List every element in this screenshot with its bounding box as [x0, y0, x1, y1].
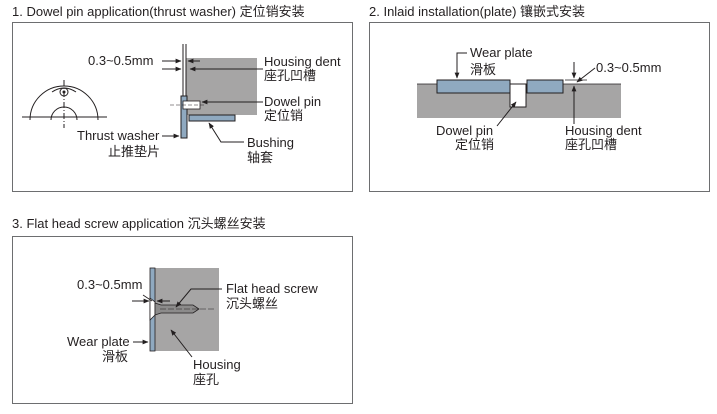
s1-thrust-washer-zh: 止推垫片 — [108, 144, 160, 159]
s3-gap-label: 0.3~0.5mm — [77, 277, 142, 292]
s1-housing-dent-zh: 座孔凹槽 — [264, 68, 316, 83]
diagram-dowel-pin: 0.3~0.5mm Housing dent 座孔凹槽 Dowel pin 定位… — [22, 44, 341, 165]
s1-thrust-washer-en: Thrust washer — [77, 128, 160, 143]
s1-bushing-en: Bushing — [247, 135, 294, 150]
s1-housing-dent-en: Housing dent — [264, 54, 341, 69]
s2-housing-dent-en: Housing dent — [565, 123, 642, 138]
s3-wear-plate-en: Wear plate — [67, 334, 130, 349]
section-1-title: 1. Dowel pin application(thrust washer) … — [12, 4, 305, 19]
wear-plate-right — [526, 79, 564, 94]
s2-dowel-pin-zh: 定位销 — [455, 137, 494, 152]
wear-plate-left — [436, 79, 511, 94]
section-2-title: 2. Inlaid installation(plate) 镶嵌式安装 — [369, 4, 586, 19]
s2-dowel-pin-en: Dowel pin — [436, 123, 493, 138]
housing-block — [417, 84, 621, 118]
dowel-pin — [509, 83, 527, 108]
diagram-flat-head-screw: 0.3~0.5mm Flat head screw 沉头螺丝 Wear plat… — [67, 267, 318, 387]
s3-screw-en: Flat head screw — [226, 281, 318, 296]
s3-screw-zh: 沉头螺丝 — [226, 296, 278, 311]
bushing — [188, 114, 236, 122]
s1-gap-label: 0.3~0.5mm — [88, 53, 153, 68]
thrust-washer-symbol — [22, 80, 107, 128]
s2-wear-plate-en: Wear plate — [470, 45, 533, 60]
s1-dowel-pin-en: Dowel pin — [264, 94, 321, 109]
s1-bushing-zh: 轴套 — [247, 150, 273, 165]
section-3-title: 3. Flat head screw application 沉头螺丝安装 — [12, 216, 266, 231]
s1-dowel-pin-zh: 定位销 — [264, 108, 303, 123]
s2-wear-plate-zh: 滑板 — [470, 62, 496, 77]
s2-gap-label: 0.3~0.5mm — [596, 60, 661, 75]
s3-housing-zh: 座孔 — [193, 372, 219, 387]
s2-housing-dent-zh: 座孔凹槽 — [565, 137, 617, 152]
s3-housing-en: Housing — [193, 357, 241, 372]
s3-wear-plate-zh: 滑板 — [102, 349, 128, 364]
thrust-washer — [180, 95, 188, 139]
diagram-inlaid: Wear plate 滑板 0.3~0.5mm Dowel pin 定位销 Ho… — [417, 45, 661, 152]
